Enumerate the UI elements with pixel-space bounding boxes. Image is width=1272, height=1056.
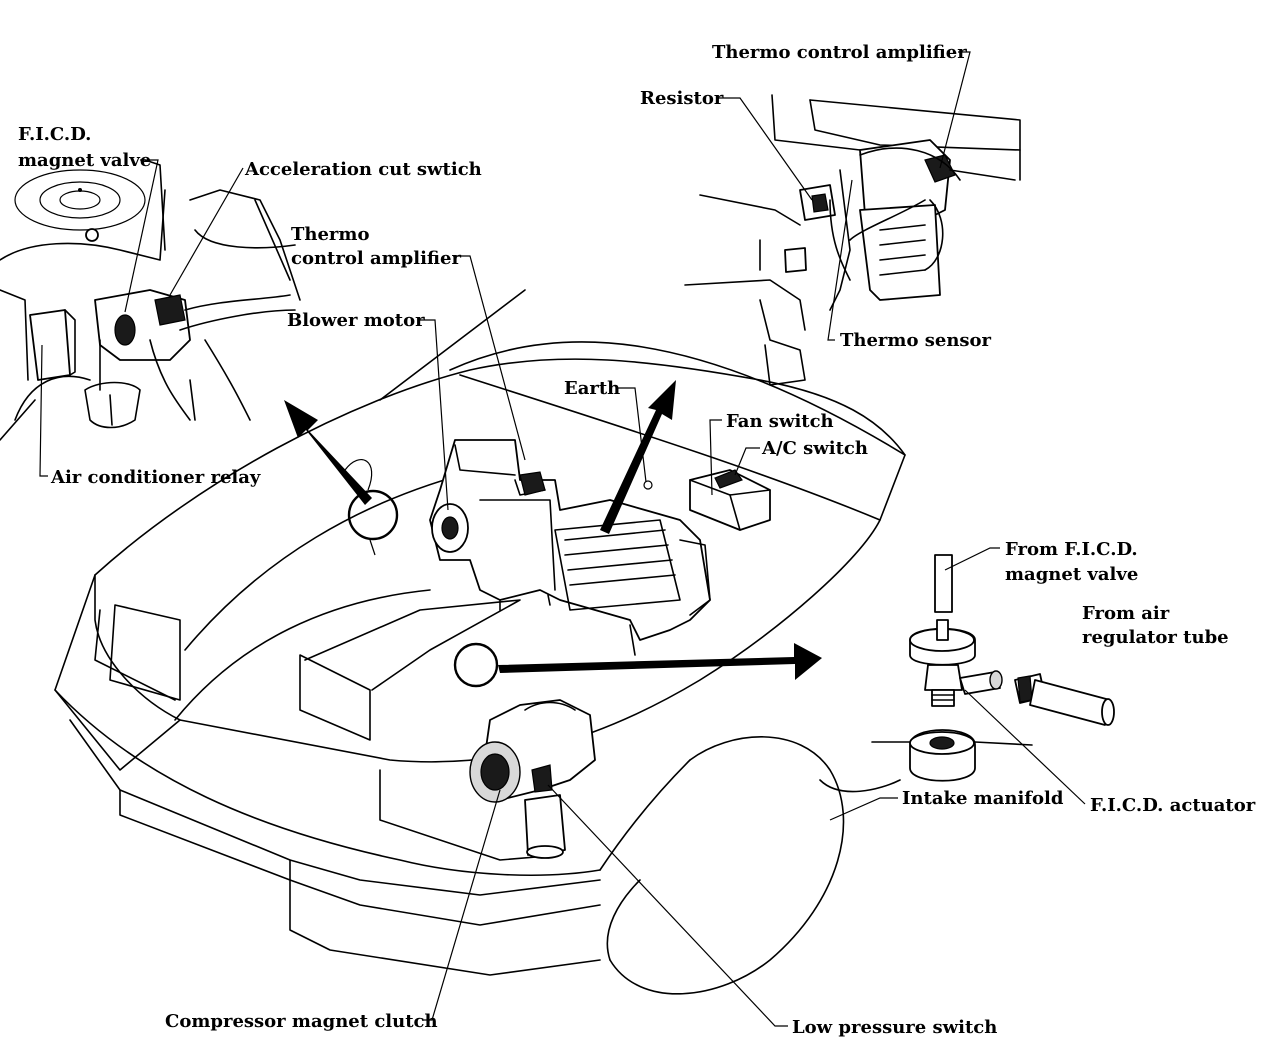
label-air-conditioner-relay: Air conditioner relay xyxy=(50,467,261,488)
label-from-air-line2: regulator tube xyxy=(1082,627,1229,648)
inset-dashboard xyxy=(684,94,1021,386)
leader-lines xyxy=(39,51,1086,1027)
label-intake-manifold: Intake manifold xyxy=(902,788,1064,809)
blower-evaporator-unit xyxy=(429,439,771,656)
label-ficd-magnet-valve-line1: F.I.C.D. xyxy=(18,124,91,145)
label-compressor-magnet-clutch: Compressor magnet clutch xyxy=(165,1011,438,1032)
label-resistor: Resistor xyxy=(640,88,724,109)
car-body xyxy=(54,289,906,995)
label-ac-switch: A/C switch xyxy=(761,438,868,459)
label-low-pressure-switch: Low pressure switch xyxy=(792,1017,997,1038)
label-from-ficd-line1: From F.I.C.D. xyxy=(1005,539,1138,560)
label-from-air-line1: From air xyxy=(1082,603,1170,624)
pointer-arrows xyxy=(284,380,822,680)
relay-location-circle xyxy=(347,489,399,541)
label-ficd-actuator: F.I.C.D. actuator xyxy=(1090,795,1256,816)
label-earth: Earth xyxy=(564,378,620,399)
labels: Thermo control amplifier Resistor F.I.C.… xyxy=(18,42,1256,1038)
label-thermo-sensor: Thermo sensor xyxy=(840,330,992,351)
label-ficd-magnet-valve-line2: magnet valve xyxy=(18,150,151,171)
compressor xyxy=(469,699,596,859)
ficd-actuator-detail xyxy=(871,554,1115,782)
label-fan-switch: Fan switch xyxy=(726,411,834,432)
label-thermo-control-amplifier-line2: control amplifier xyxy=(291,248,461,269)
label-blower-motor: Blower motor xyxy=(287,310,425,331)
label-thermo-control-amplifier-line1: Thermo xyxy=(291,224,369,245)
inset-engine-bay xyxy=(0,159,301,441)
ficd-location-circle xyxy=(453,642,499,688)
label-acceleration-cut-switch: Acceleration cut swtich xyxy=(244,159,482,180)
label-thermo-control-amplifier-top: Thermo control amplifier xyxy=(712,42,967,63)
label-from-ficd-line2: magnet valve xyxy=(1005,564,1138,585)
